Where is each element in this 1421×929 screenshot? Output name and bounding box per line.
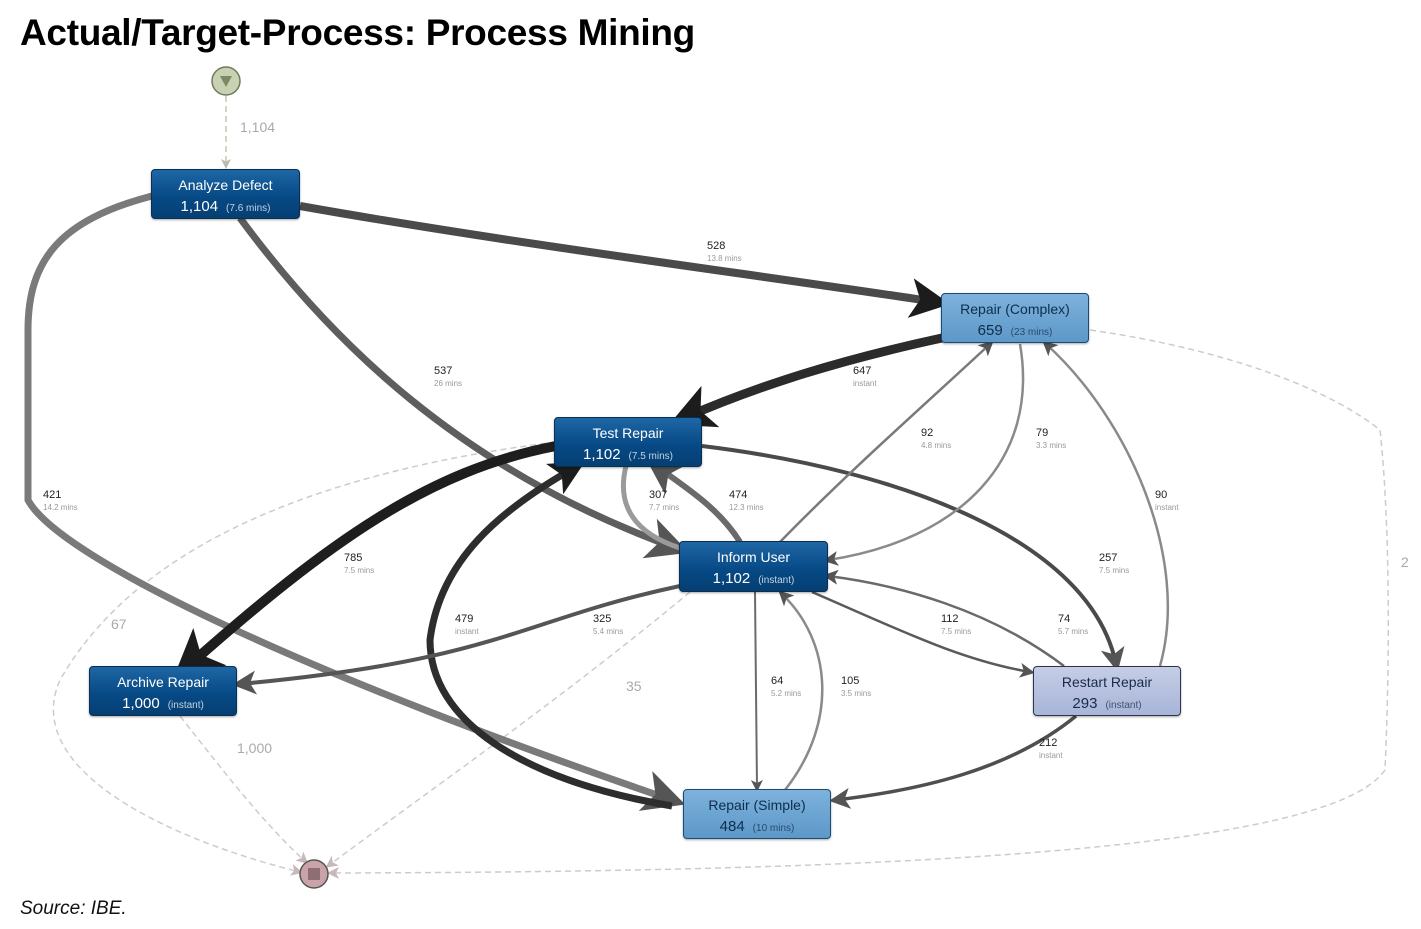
edge-test-inform [620, 465, 681, 551]
activity-duration: (instant) [1105, 700, 1142, 711]
start-triangle-icon [220, 76, 232, 87]
activity-count: 1,102 [712, 570, 751, 587]
page-title: Actual/Target-Process: Process Mining [20, 12, 695, 53]
activity-count: 293 [1072, 695, 1098, 712]
activity-name: Repair (Simple) [708, 797, 806, 813]
edge-label-inform-end: 35 [626, 678, 642, 694]
edge-analyze-complex [299, 202, 951, 318]
end-square-icon [308, 868, 320, 880]
activity-count: 1,102 [583, 446, 621, 463]
edge-test-end [52, 441, 557, 876]
activity-duration: (23 mins) [1010, 327, 1053, 338]
edge-inform-end [325, 591, 691, 868]
edge-simple-inform [778, 590, 824, 791]
activity-name: Archive Repair [117, 674, 209, 690]
edge-restart-inform [823, 569, 1065, 667]
start-event [211, 66, 241, 96]
edge-label-start-analyze: 1,104 [240, 119, 276, 135]
edge-inform-test [646, 459, 743, 544]
edge-inform-archive [232, 584, 681, 695]
edge-complex-test [669, 333, 943, 428]
activity-name: Restart Repair [1061, 674, 1153, 690]
edge-restart-simple [829, 714, 1078, 809]
activity-repair-simple[interactable]: Repair (Simple) 484 (10 mins) [683, 789, 831, 839]
edge-inform-complex [779, 340, 994, 543]
activity-count: 1,000 [122, 695, 160, 712]
edge-test-restart [701, 444, 1125, 672]
edge-complex-inform [823, 343, 1025, 566]
activity-count: 1,104 [180, 198, 219, 215]
activity-duration: (instant) [758, 575, 795, 586]
activity-count: 484 [719, 818, 745, 835]
activity-duration: (instant) [167, 700, 204, 711]
edge-inform-simple [750, 591, 763, 792]
activity-name: Test Repair [592, 425, 664, 441]
edge-label-archive-end: 1,000 [237, 740, 273, 756]
activity-repair-complex[interactable]: Repair (Complex) 659 (23 mins) [941, 293, 1089, 343]
edge-complex-end [327, 329, 1390, 879]
edge-inform-restart [811, 590, 1035, 678]
activity-duration: (7.6 mins) [226, 203, 271, 214]
edge-simple-test [426, 461, 673, 810]
activity-archive-repair[interactable]: Archive Repair 1,000 (instant) [89, 666, 237, 716]
end-event [299, 859, 329, 889]
edge-label-test-end: 67 [111, 616, 127, 632]
edge-analyze-simple [24, 192, 686, 811]
activity-name: Repair (Complex) [960, 301, 1070, 317]
activity-count: 659 [977, 322, 1003, 339]
activity-duration: (10 mins) [752, 823, 795, 834]
source-caption: Source: IBE. [20, 898, 127, 919]
activity-inform-user[interactable]: Inform User 1,102 (instant) [679, 541, 828, 592]
edge-test-archive [172, 441, 557, 680]
activity-name: Inform User [716, 549, 791, 565]
activity-name: Analyze Defect [178, 177, 273, 193]
edge-restart-complex [1042, 340, 1169, 667]
edge-archive-end [179, 715, 309, 864]
edge-analyze-inform [237, 215, 690, 559]
activity-restart-repair[interactable]: Restart Repair 293 (instant) [1033, 666, 1181, 716]
activity-duration: (7.5 mins) [628, 451, 673, 462]
edge-label-complex-end: 2 [1401, 554, 1409, 570]
activity-analyze-defect[interactable]: Analyze Defect 1,104 (7.6 mins) [151, 169, 300, 219]
activity-test-repair[interactable]: Test Repair 1,102 (7.5 mins) [554, 417, 702, 467]
